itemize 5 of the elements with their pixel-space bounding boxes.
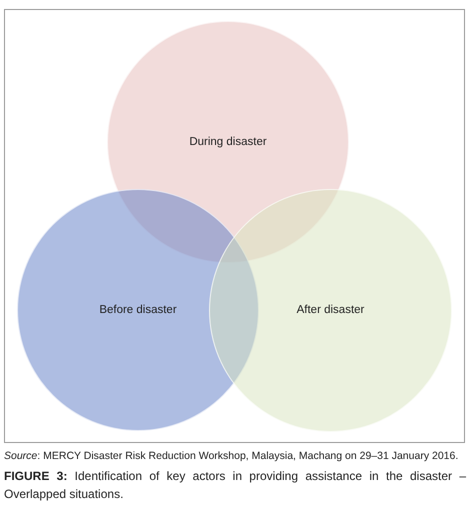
circle-label: Before disaster — [99, 302, 177, 318]
figure-caption: FIGURE 3: Identification of key actors in providing assistance in the disaster – Overlapped situations. — [4, 468, 466, 503]
circle-label: After disaster — [296, 303, 364, 318]
source-note: Source: MERCY Disaster Risk Reduction Workshop, Malaysia, Machang on 29–31 January 2016. — [4, 450, 460, 463]
circle-label: During disaster — [189, 134, 267, 150]
